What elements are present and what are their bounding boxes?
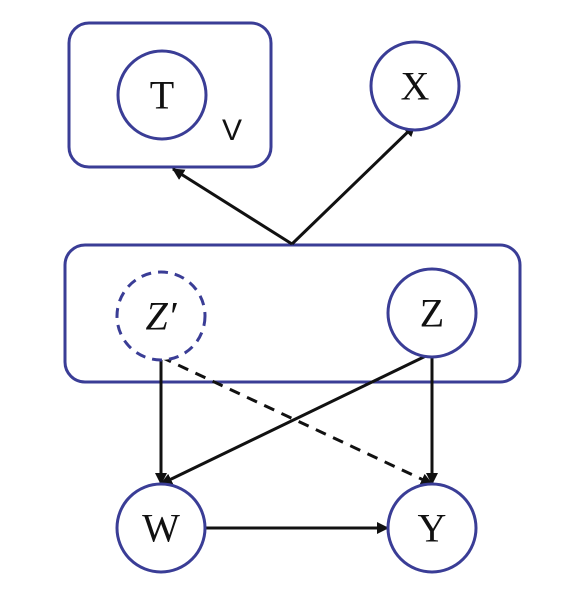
node-x-label: X [401,64,430,109]
node-y-label: Y [418,506,447,551]
node-z-prime-circle [115,270,207,362]
edge-zprime-to-y [160,355,433,486]
node-z-label: Z [420,291,444,336]
top-left-group-box [67,21,273,169]
edge-z-to-w [160,351,433,486]
node-z-prime: Z′ [115,270,207,362]
node-z-prime-label: Z′ [146,294,178,339]
node-w-label: W [142,506,180,551]
edges [155,123,438,534]
node-z-circle [386,267,478,359]
node-y: Y [386,482,478,574]
node-z: Z [386,267,478,359]
middle-group-box [63,243,522,384]
top-left-group-label: V [222,114,242,147]
edge-middle-box-to-top-left-box [172,167,293,246]
node-t-label: T [150,73,174,118]
node-x: X [369,40,461,132]
node-y-circle [386,482,478,574]
node-w-circle [115,482,207,574]
node-t-circle [116,49,208,141]
edge-middle-box-to-x [290,123,417,246]
node-w: W [115,482,207,574]
node-t: T [116,49,208,141]
node-x-circle [369,40,461,132]
